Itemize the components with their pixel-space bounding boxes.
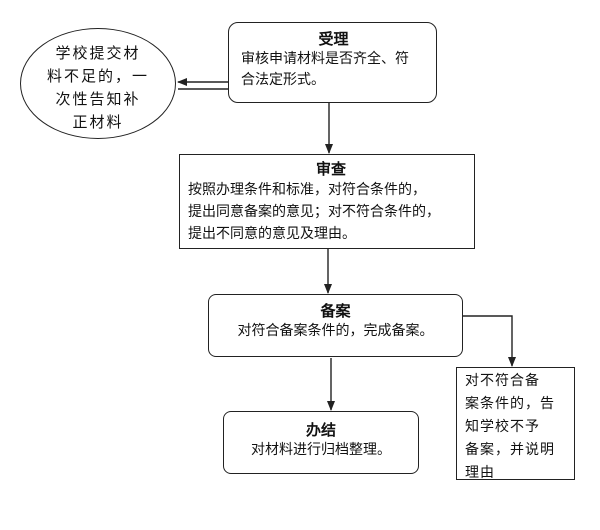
- review-line: 提出不同意的意见及理由。: [188, 226, 356, 242]
- record-title: 备案: [320, 302, 351, 320]
- complete-text: 对材料进行归档整理。: [251, 442, 391, 458]
- notify-line: 正材料: [72, 113, 124, 131]
- record-text: 对符合备案条件的，完成备案。: [237, 323, 434, 339]
- review-box: 审查 按照办理条件和标准，对符合条件的， 提出同意备案的意见；对不符合条件的， …: [179, 154, 475, 249]
- accept-line: 合法定形式。: [241, 72, 325, 88]
- reject-line: 案条件的，告: [465, 396, 555, 412]
- accept-box: 受理 审核申请材料是否齐全、符 合法定形式。: [228, 22, 437, 103]
- accept-text: 审核申请材料是否齐全、符 合法定形式。: [241, 49, 426, 91]
- reject-line: 备案，并说明: [465, 442, 555, 458]
- reject-line: 对不符合备: [465, 373, 540, 389]
- arrow-record-to-reject: [463, 315, 516, 367]
- review-line: 按照办理条件和标准，对符合条件的，: [188, 182, 426, 198]
- arrow-accept-to-notify: [177, 78, 228, 90]
- reject-line: 知学校不予: [465, 419, 540, 435]
- review-line: 提出同意备案的意见；对不符合条件的，: [188, 204, 440, 220]
- complete-box: 办结 对材料进行归档整理。: [223, 411, 419, 474]
- notify-line: 学校提交材: [55, 44, 141, 62]
- notify-supplement-circle: 学校提交材 料不足的，一 次性告知补 正材料: [20, 28, 176, 139]
- reject-line: 理由: [465, 465, 495, 480]
- reject-record-box: 对不符合备 案条件的，告 知学校不予 备案，并说明 理由: [456, 367, 575, 480]
- notify-line: 料不足的，一: [46, 67, 149, 85]
- review-text: 按照办理条件和标准，对符合条件的， 提出同意备案的意见；对不符合条件的， 提出不…: [188, 179, 474, 245]
- review-title: 审查: [315, 160, 346, 178]
- record-box: 备案 对符合备案条件的，完成备案。: [208, 294, 463, 357]
- accept-title: 受理: [318, 30, 349, 48]
- notify-line: 次性告知补: [55, 90, 141, 108]
- complete-title: 办结: [305, 421, 336, 439]
- accept-line: 审核申请材料是否齐全、符: [241, 51, 409, 67]
